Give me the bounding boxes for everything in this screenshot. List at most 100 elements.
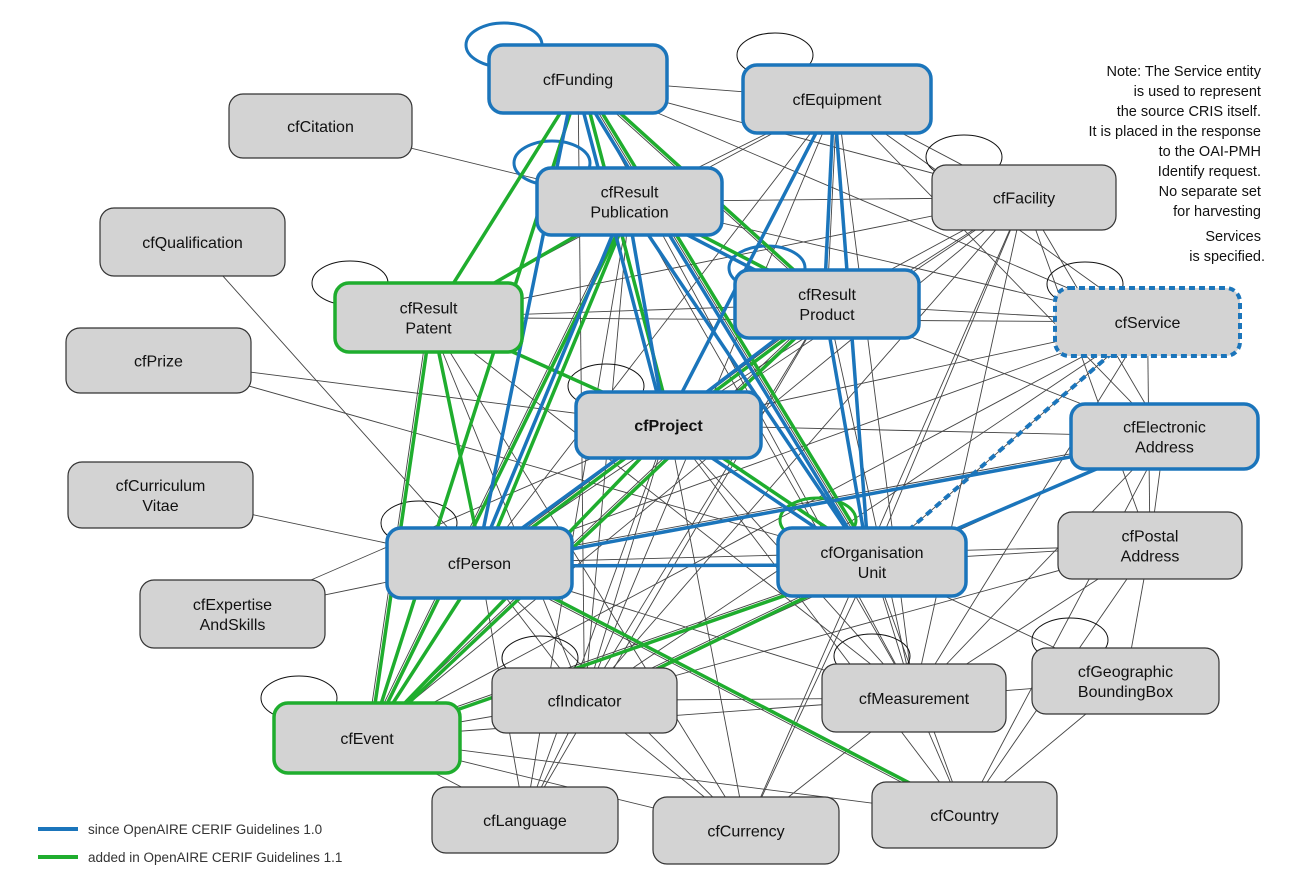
thin-link-equipment-eaddress	[836, 98, 1165, 437]
thin-link-eaddress-measurement	[913, 436, 1165, 699]
node-cf-country: cfCountry	[871, 781, 1058, 849]
node-label: Patent	[405, 321, 452, 338]
thin-link-event-country	[366, 737, 965, 816]
node-box	[65, 327, 252, 394]
blue-link-person-eaddress	[479, 437, 1166, 568]
node-box	[1057, 511, 1243, 580]
node-label: Address	[1121, 549, 1180, 566]
service-note: Note: The Service entity is used to repr…	[1088, 64, 1265, 265]
thin-link-facility-measurement	[913, 197, 1025, 699]
thin-link-patent-currency	[428, 317, 747, 831]
node-cf-currency: cfCurrency	[652, 796, 840, 865]
note-line: to the OAI-PMH	[1159, 144, 1261, 160]
node-box	[733, 268, 921, 340]
green-link-person-country	[480, 558, 967, 814]
node-label: Address	[1135, 440, 1194, 457]
thin-link-service-person	[479, 321, 1148, 564]
blue-link-funding-orgunit	[573, 79, 871, 565]
thin-link-service-measurement	[913, 321, 1148, 699]
node-label: AndSkills	[200, 617, 266, 634]
thin-link-publication-measurement	[629, 201, 915, 699]
node-label: Vitae	[142, 498, 178, 515]
thin-link-eaddress-person	[479, 436, 1165, 564]
node-box	[385, 526, 574, 600]
node-box	[1031, 647, 1220, 715]
node-label: cfExpertise	[193, 597, 272, 614]
node-box	[491, 667, 678, 734]
blue-dashed-link-orgunit-service	[870, 320, 1149, 564]
node-label: cfEvent	[340, 731, 394, 748]
green-link-publication-person	[480, 201, 634, 565]
green-link-product-event	[367, 304, 831, 742]
thin-link-facility-paddress	[1023, 197, 1151, 546]
node-label: cfElectronic	[1123, 420, 1206, 437]
node-label: cfIndicator	[548, 694, 622, 711]
blue-link-publication-orgunit	[625, 202, 871, 565]
node-cf-facility: cfFacility	[931, 164, 1117, 231]
node-label: cfPrize	[134, 354, 183, 371]
note-line: Identify request.	[1158, 164, 1261, 180]
legend-item-blue: since OpenAIRE CERIF Guidelines 1.0	[38, 822, 322, 837]
node-box	[1069, 402, 1260, 471]
node-box	[931, 164, 1117, 231]
node-box	[333, 281, 524, 354]
node-label: cfQualification	[142, 235, 243, 252]
node-label: cfService	[1115, 315, 1181, 332]
node-label: cfResult	[400, 301, 458, 318]
blue-link-product-orgunit	[822, 304, 871, 563]
blue-link-equipment-project	[664, 96, 836, 425]
thin-link-facility-currency	[745, 197, 1025, 831]
node-label: cfCountry	[930, 808, 998, 825]
node-box	[431, 786, 619, 854]
node-cf-service: cfService	[1053, 286, 1242, 358]
node-box	[652, 796, 840, 865]
thin-link-funding-orgunit	[577, 78, 873, 563]
thin-link-project-country	[668, 424, 965, 816]
note-line: No separate set	[1159, 184, 1261, 200]
node-label: cfPerson	[448, 556, 511, 573]
node-box	[821, 663, 1007, 733]
node-box	[741, 63, 933, 135]
blue-link-funding-person	[474, 78, 577, 563]
note-line: the source CRIS itself.	[1117, 104, 1261, 120]
note-line: is specified.	[1189, 249, 1265, 265]
node-label: cfResult	[601, 185, 659, 202]
note-line: Services	[1205, 229, 1261, 245]
node-label: cfPostal	[1122, 529, 1179, 546]
node-box	[139, 579, 326, 649]
note-line: for harvesting	[1173, 204, 1261, 220]
node-label: cfLanguage	[483, 813, 567, 830]
thin-link-paddress-indicator	[584, 545, 1151, 701]
legend-item-green: added in OpenAIRE CERIF Guidelines 1.1	[38, 850, 342, 865]
thin-link-facility-indicator	[584, 197, 1025, 701]
node-label: cfProject	[634, 418, 703, 435]
legend-label-blue: since OpenAIRE CERIF Guidelines 1.0	[88, 822, 322, 837]
green-link-funding-patent	[429, 79, 583, 321]
node-label: cfGeographic	[1078, 664, 1173, 681]
thin-link-qualification-person	[192, 241, 480, 564]
node-box	[1053, 286, 1242, 358]
node-label: Publication	[590, 205, 668, 222]
node-label: BoundingBox	[1078, 684, 1173, 701]
node-box	[574, 390, 763, 460]
node-label: cfFunding	[543, 72, 613, 89]
thin-link-equipment-person	[479, 98, 838, 564]
thin-link-project-currency	[668, 424, 747, 831]
node-cf-qualification: cfQualification	[99, 207, 286, 277]
node-cf-measurement: cfMeasurement	[821, 663, 1007, 733]
node-label: cfFacility	[993, 191, 1055, 208]
thin-link-prize-orgunit	[158, 360, 873, 563]
thin-link-product-measurement	[826, 303, 915, 699]
node-cf-person: cfPerson	[385, 526, 574, 600]
thin-link-funding-service	[577, 78, 1148, 323]
node-box	[487, 43, 669, 115]
node-box	[776, 526, 968, 598]
note-line: Note: The Service entity	[1106, 64, 1261, 80]
node-box	[67, 461, 254, 529]
thin-link-orgunit-currency	[745, 561, 873, 831]
node-label: cfEquipment	[793, 92, 882, 109]
